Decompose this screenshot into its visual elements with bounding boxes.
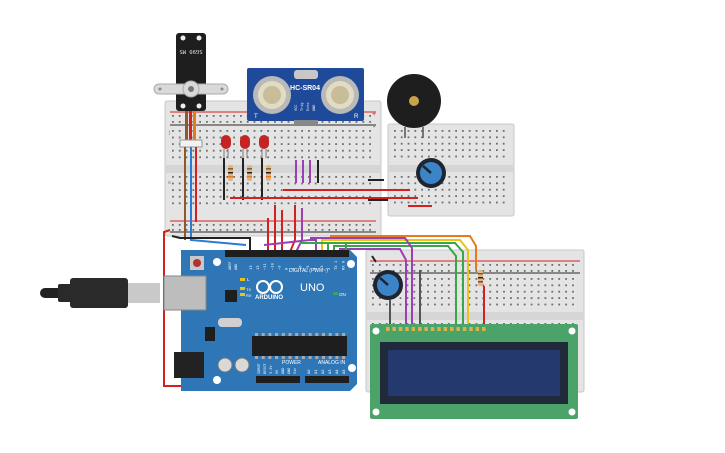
lcd-display — [370, 324, 578, 419]
analog-pin-label-4: A4 — [334, 369, 339, 374]
potentiometer-lcd — [373, 270, 403, 300]
arduino-model-label: UNO — [300, 282, 325, 294]
arduino-brand-label: ARDUINO — [255, 295, 283, 301]
breadboard-small — [387, 123, 515, 217]
resistor-4 — [478, 270, 483, 286]
lcd-pin-5 — [418, 327, 422, 331]
arduino-uno: ARDUINO UNO DIGITAL (PWM~) POWER ANALOG … — [163, 250, 357, 391]
digital-pin-label-13: RX 0 — [340, 260, 345, 270]
gnd-label: GND — [234, 264, 238, 270]
l-led-label: L — [247, 277, 250, 282]
ultrasonic-pin-echo: Echo — [306, 103, 310, 111]
ultrasonic-pin-gnd: GND — [312, 105, 316, 111]
resistor-1 — [228, 165, 233, 181]
led-2 — [240, 135, 250, 158]
resistor-2 — [247, 165, 252, 181]
analog-pin-label-1: A1 — [313, 369, 318, 374]
lcd-pin-8 — [437, 327, 441, 331]
rail-plus-label: + — [372, 111, 376, 118]
usb-cable — [40, 278, 160, 308]
tx-led-label: TX — [246, 287, 251, 292]
digital-pin-label-1: 12 — [255, 265, 260, 270]
lcd-pin-10 — [450, 327, 454, 331]
digital-pin-label-4: ~9 — [276, 265, 281, 270]
servo-motor: SG90 MS — [153, 33, 229, 148]
arduino-logo — [256, 280, 283, 294]
lcd-pin-6 — [424, 327, 428, 331]
led-3 — [259, 135, 269, 158]
analog-pin-label-5: A5 — [341, 369, 346, 374]
analog-pin-label-3: A3 — [327, 369, 332, 374]
power-pin-label-4: GND — [281, 368, 285, 374]
rx-led-label: RX — [246, 293, 252, 298]
digital-pin-label-2: ~11 — [262, 262, 267, 270]
ultrasonic-model-label: HC-SR04 — [290, 85, 320, 92]
rail-minus-label: - — [373, 124, 376, 131]
lcd-pin-9 — [443, 327, 448, 331]
potentiometer-top — [416, 158, 446, 188]
lcd-pin-0 — [386, 327, 390, 331]
power-pin-label-2: 3.3V — [269, 365, 273, 374]
power-pin-label-5: GND — [287, 368, 291, 374]
ultrasonic-mark-t: T — [254, 114, 258, 120]
digital-pin-label-9: 4 — [312, 267, 317, 270]
digital-pin-label-0: 13 — [248, 265, 253, 270]
lcd-pin-4 — [411, 327, 416, 331]
lcd-pin-14 — [475, 327, 480, 331]
on-led-label: ON — [339, 292, 346, 297]
lcd-pin-3 — [405, 327, 409, 331]
power-header-label: POWER — [282, 360, 301, 366]
power-pin-label-3: 5V — [275, 369, 279, 374]
power-pin-label-0: IOREF — [257, 363, 261, 374]
digital-pin-label-10: ~3 — [319, 265, 324, 270]
wires — [163, 147, 485, 387]
resistor-3 — [266, 165, 271, 181]
led-1 — [221, 135, 231, 158]
lcd-pin-13 — [469, 327, 473, 331]
digital-pin-label-5: 8 — [284, 267, 289, 270]
digital-pin-label-3: ~10 — [269, 262, 274, 270]
analog-header-label: ANALOG IN — [318, 360, 346, 366]
breadboard-main: j e + - — [164, 100, 382, 237]
lcd-pin-2 — [398, 327, 403, 331]
buzzer — [387, 74, 441, 138]
digital-pin-label-6: 7 — [291, 268, 296, 270]
lcd-screen — [388, 350, 560, 396]
ultrasonic-mark-r: R — [354, 114, 359, 120]
digital-pin-label-12: TX 1 — [333, 260, 338, 270]
lcd-pin-7 — [430, 327, 435, 331]
digital-pin-label-7: ~6 — [298, 265, 303, 270]
ultrasonic-pin-vcc: VCC — [294, 105, 298, 111]
power-pin-label-6: Vin — [293, 368, 297, 374]
lcd-pin-11 — [456, 327, 460, 331]
digital-header-label: DIGITAL (PWM~) — [289, 268, 328, 274]
digital-pin-label-8: ~5 — [305, 265, 310, 270]
digital-pin-label-11: 2 — [326, 268, 331, 270]
lcd-pin-12 — [462, 327, 467, 331]
row-letter-e: e — [168, 180, 171, 186]
lcd-pin-15 — [482, 327, 486, 331]
lcd-pin-1 — [392, 327, 396, 331]
servo-label: SG90 MS — [179, 48, 202, 54]
ultrasonic-sensor: HC-SR04 T R VCC Trig Echo GND — [247, 68, 364, 124]
row-letter-j: j — [168, 130, 171, 136]
aref-label: AREF — [228, 262, 232, 270]
power-pin-label-1: RESET — [263, 363, 267, 374]
analog-pin-label-2: A2 — [320, 369, 325, 374]
analog-pin-label-0: A0 — [306, 369, 311, 374]
ultrasonic-pin-trig: Trig — [300, 103, 304, 111]
